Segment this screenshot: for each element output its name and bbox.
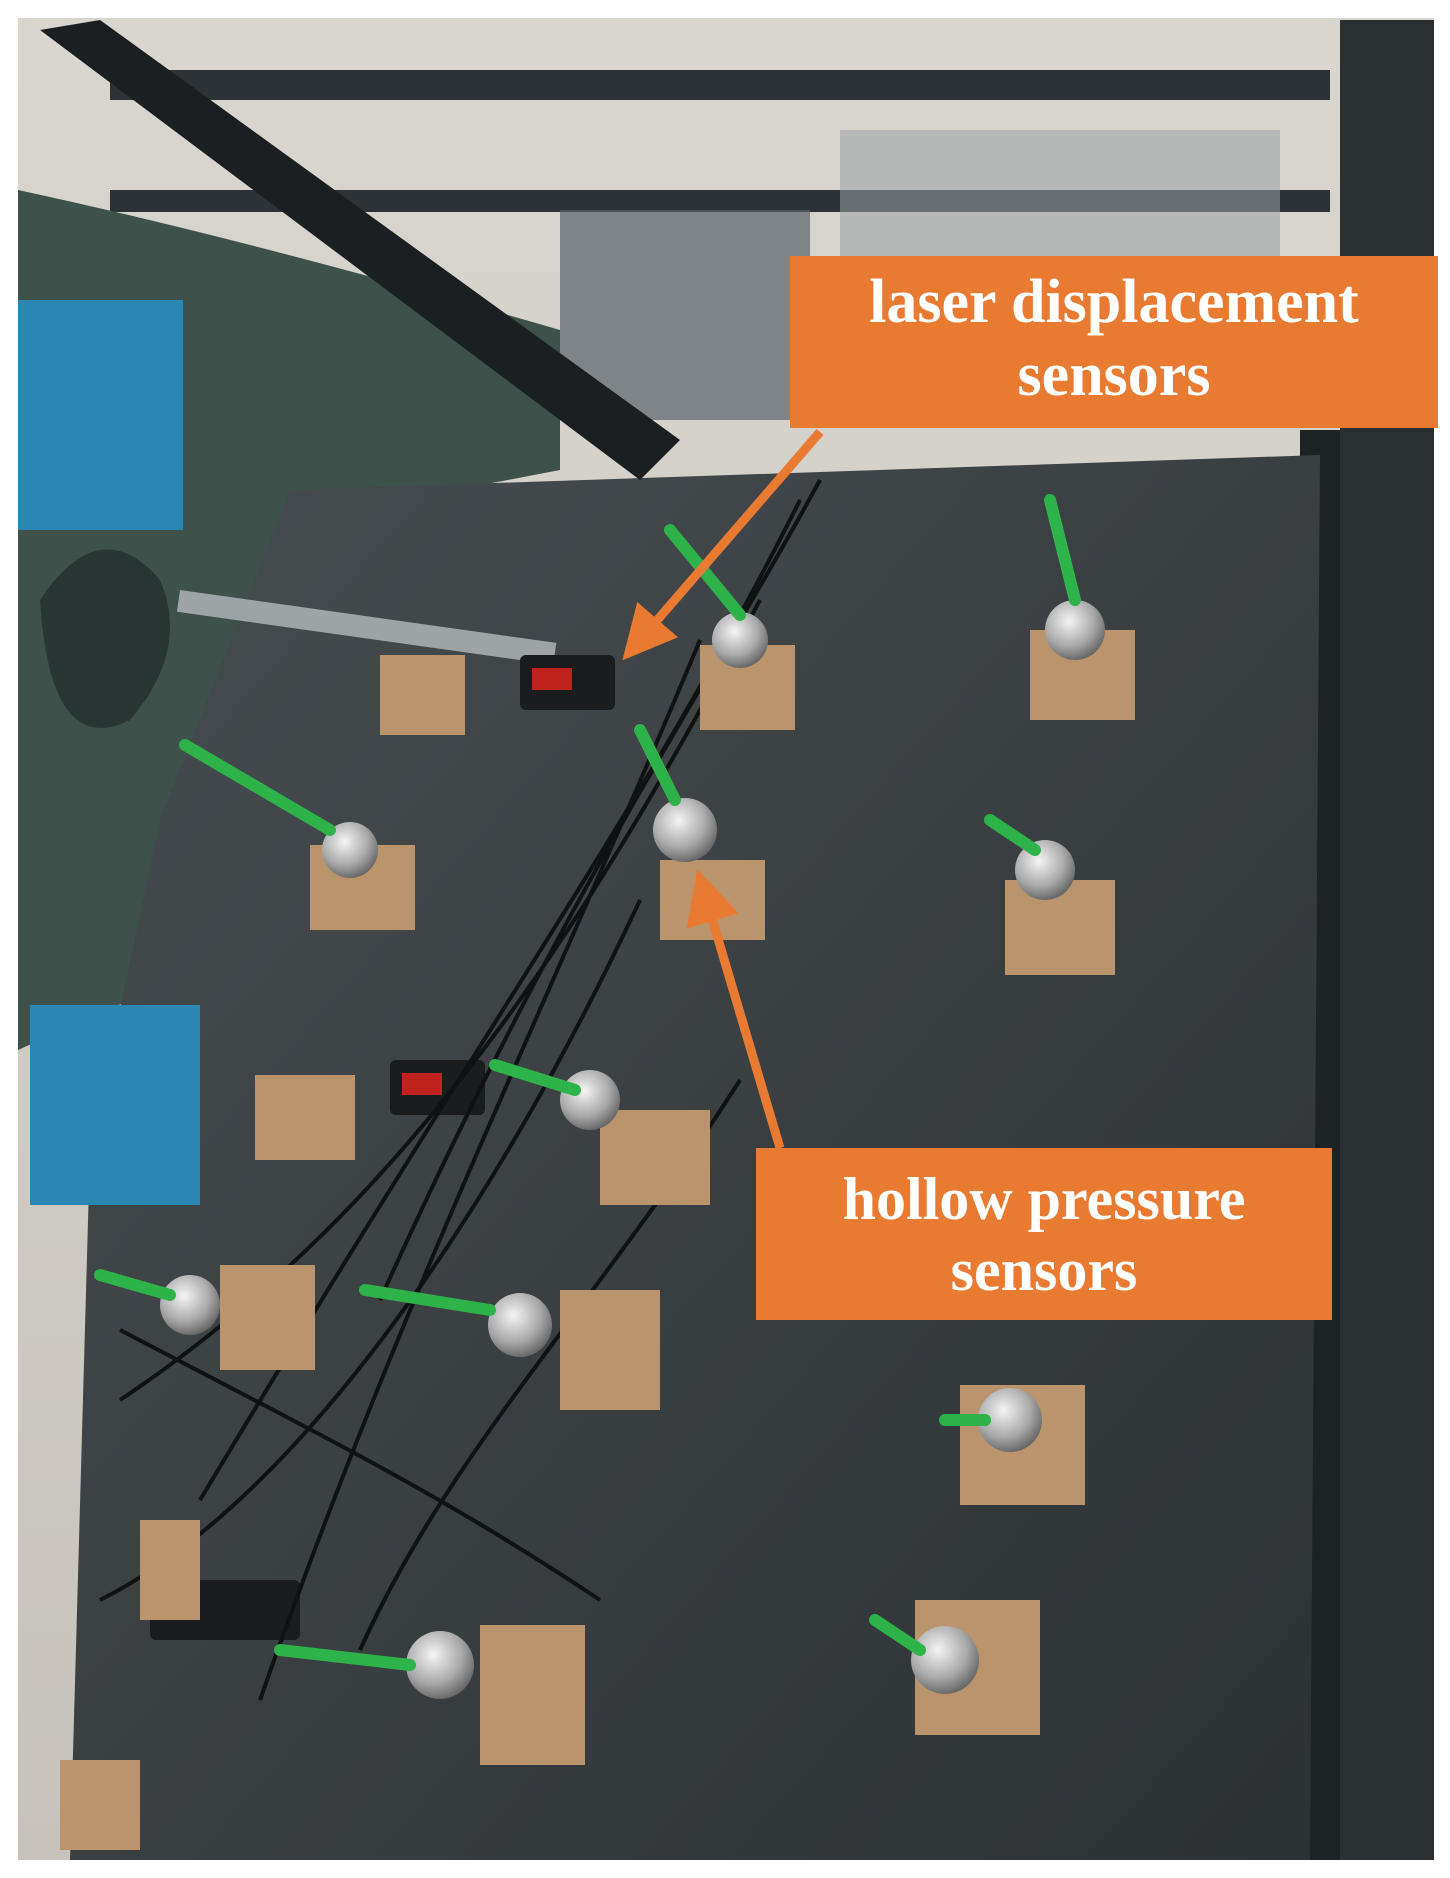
sensor-unit [1030,494,1135,720]
pressure-sensor-array [60,494,1135,1850]
callout-laser-line1: laser displacement [869,268,1359,336]
callout-hollow-line2: sensors [950,1236,1138,1303]
laser-display-upper [532,668,572,690]
sensor-unit [60,1760,140,1850]
sensor-unit [939,1385,1085,1505]
sensor-unit [140,1520,200,1620]
sensor-unit [179,739,415,930]
callout-laser-displacement-sensors: laser displacement sensors [790,256,1438,428]
sensor-unit [359,1284,660,1410]
arrow-icon [622,429,824,661]
left-stone-texture [40,549,170,728]
sensor-unit [255,1075,355,1160]
sensor-unit [489,1059,710,1205]
sensor-unit [380,655,465,735]
blue-clamp-bottom [30,1005,200,1205]
sensor-unit [984,814,1115,975]
blue-clamp-top [18,300,183,530]
callout-hollow-pressure-sensors: hollow pressure sensors [756,1148,1332,1320]
sensor-unit [94,1265,315,1370]
arrow-icon [686,869,785,1150]
sensor-arm-top [40,20,680,480]
callout-laser-line2: sensors [1017,341,1211,410]
laser-display-mid [402,1073,442,1095]
sensor-unit [869,1600,1040,1735]
sensor-unit [664,524,795,730]
sensor-rod [176,590,557,665]
callout-hollow-line1: hollow pressure [842,1166,1246,1232]
sensor-unit [274,1625,585,1765]
window-frame [110,70,1330,100]
